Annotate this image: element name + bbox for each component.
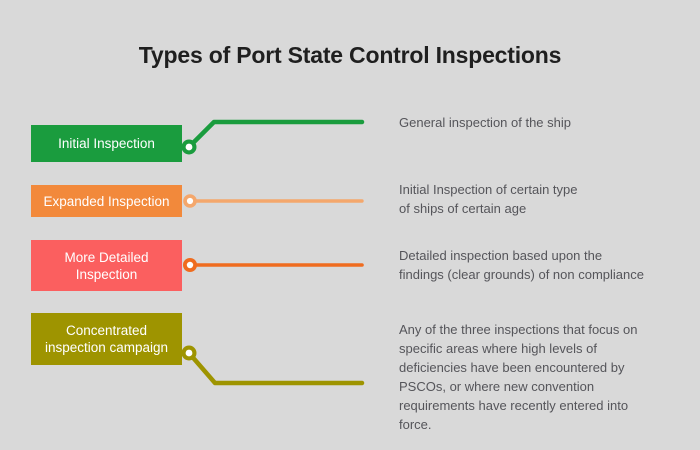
connector-node-initial-center [185, 143, 193, 151]
category-box-concentrated-inspection-campaign[interactable]: Concentrated inspection campaign [31, 313, 182, 365]
connector-line-initial [186, 119, 365, 150]
category-label-expanded-inspection: Expanded Inspection [43, 193, 170, 209]
category-box-expanded-inspection[interactable]: Expanded Inspection [31, 185, 182, 217]
connector-line-concentrated [186, 350, 365, 386]
description-concentrated-inspection-campaign: Any of the three inspections that focus … [399, 322, 638, 432]
description-initial-inspection: General inspection of the ship [399, 115, 571, 130]
category-label-initial-inspection: Initial Inspection [58, 136, 155, 151]
category-label-concentrated-inspection-campaign: Concentrated inspection campaign [44, 323, 169, 355]
category-label-more-detailed-inspection: More Detailed Inspection [64, 249, 149, 282]
category-box-initial-inspection[interactable]: Initial Inspection [31, 125, 182, 162]
page-title: Types of Port State Control Inspections [138, 42, 562, 68]
connector-node-concentrated-center [185, 349, 193, 357]
connector-node-expanded-center [186, 197, 194, 205]
category-box-more-detailed-inspection[interactable]: More Detailed Inspection [31, 240, 182, 291]
connector-node-more-detailed-center [186, 261, 194, 269]
